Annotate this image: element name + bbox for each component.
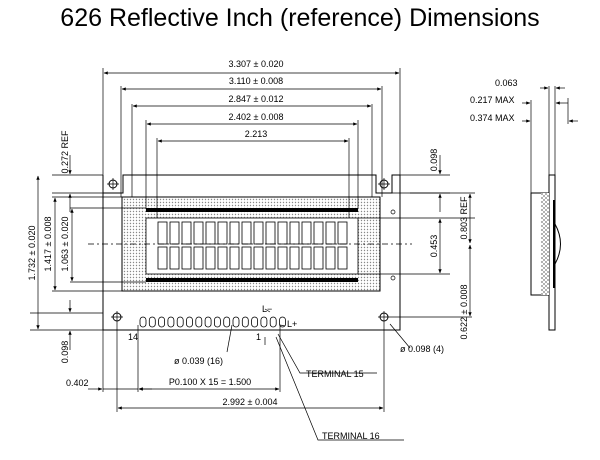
dim-active-width: 2.402 ± 0.008: [229, 112, 284, 122]
character-cell: [181, 246, 192, 270]
terminal-pin: [148, 316, 156, 328]
dim-overall-height: 1.732 ± 0.020: [27, 226, 37, 281]
character-cell: [337, 221, 348, 245]
top-dimensions: [102, 68, 401, 218]
character-cell: [313, 246, 324, 270]
dim-vert-ref: 0.803 REF: [459, 196, 469, 240]
label-l-plus: L+: [287, 319, 297, 329]
character-cell: [289, 246, 300, 270]
dim-bottom-offset: 0.098: [60, 341, 70, 364]
dim-left-offset: 0.402: [66, 378, 89, 388]
dim-pin-diameter: ø 0.039 (16): [174, 356, 223, 366]
character-cell: [337, 246, 348, 270]
character-cell: [205, 221, 216, 245]
character-cell: [325, 221, 336, 245]
terminal-pin: [158, 316, 166, 328]
character-cell: [301, 246, 312, 270]
terminal-pin: [213, 316, 221, 328]
character-cell: [157, 221, 168, 245]
character-cell: [241, 246, 252, 270]
character-cell: [253, 246, 264, 270]
character-cell: [181, 221, 192, 245]
character-cell: [277, 221, 288, 245]
left-dimensions: [30, 155, 146, 350]
character-cell: [157, 246, 168, 270]
dim-active-height: 0.453: [429, 235, 439, 258]
character-cell: [193, 221, 204, 245]
mounting-hole: [107, 178, 390, 323]
label-pin-14: 14: [128, 332, 138, 342]
character-cell: [229, 246, 240, 270]
character-cell: [217, 246, 228, 270]
character-cell: [169, 221, 180, 245]
terminal-pin: [241, 316, 249, 328]
terminal-pin: [251, 316, 259, 328]
terminal-pins: [139, 316, 286, 328]
character-cell: [277, 246, 288, 270]
character-cell: [265, 246, 276, 270]
label-l-minus: L−: [262, 304, 272, 314]
terminal-pin: [139, 316, 147, 328]
terminal-pin: [223, 316, 231, 328]
dim-bezel-height: 1.417 ± 0.008: [43, 217, 53, 272]
character-cell: [193, 246, 204, 270]
dim-hole-spacing: 2.992 ± 0.004: [223, 397, 278, 407]
side-dim-374: 0.374 MAX: [470, 113, 515, 123]
dim-overall-width: 3.307 ± 0.020: [229, 59, 284, 69]
character-cells: [157, 221, 348, 270]
dim-pin-pitch: P0.100 X 15 = 1.500: [169, 377, 251, 387]
character-cell: [229, 221, 240, 245]
character-cell: [289, 221, 300, 245]
right-dimensions: [358, 155, 475, 318]
character-cell: [205, 246, 216, 270]
side-view: [522, 86, 578, 331]
label-terminal-16: TERMINAL 16: [322, 431, 380, 441]
character-cell: [265, 221, 276, 245]
terminal-pin: [279, 316, 286, 328]
character-cell: [301, 221, 312, 245]
dim-bezel-width: 3.110 ± 0.008: [229, 76, 283, 86]
dim-top-offset: 0.272 REF: [60, 130, 70, 174]
character-cell: [325, 246, 336, 270]
character-cell: [253, 221, 264, 245]
terminal-pin: [195, 316, 203, 328]
character-cell: [169, 246, 180, 270]
page-title: 626 Reflective Inch (reference) Dimensio…: [60, 4, 540, 32]
terminal-pin: [232, 316, 240, 328]
terminal-pin: [167, 316, 175, 328]
dim-hole-diameter: ø 0.098 (4): [400, 344, 444, 354]
bottom-dimensions: [88, 308, 411, 441]
dim-right-top-offset: 0.098: [429, 149, 439, 172]
dim-char-width: 2.213: [245, 129, 268, 139]
dim-pad-height: 0.622 ± 0.008: [459, 285, 469, 340]
terminal-pin: [260, 316, 268, 328]
terminal-pin: [269, 316, 277, 328]
terminal-pin: [204, 316, 212, 328]
character-cell: [313, 221, 324, 245]
label-pin-1: 1: [256, 332, 261, 342]
dim-viewing-width: 2.847 ± 0.012: [229, 94, 284, 104]
side-dim-063: 0.063: [495, 78, 518, 88]
label-terminal-15: TERMINAL 15: [306, 369, 364, 379]
character-cell: [241, 221, 252, 245]
side-dim-217: 0.217 MAX: [470, 95, 515, 105]
character-cell: [217, 221, 228, 245]
terminal-pin: [186, 316, 193, 328]
dim-viewing-height: 1.063 ± 0.020: [60, 217, 70, 272]
terminal-pin: [176, 316, 184, 328]
